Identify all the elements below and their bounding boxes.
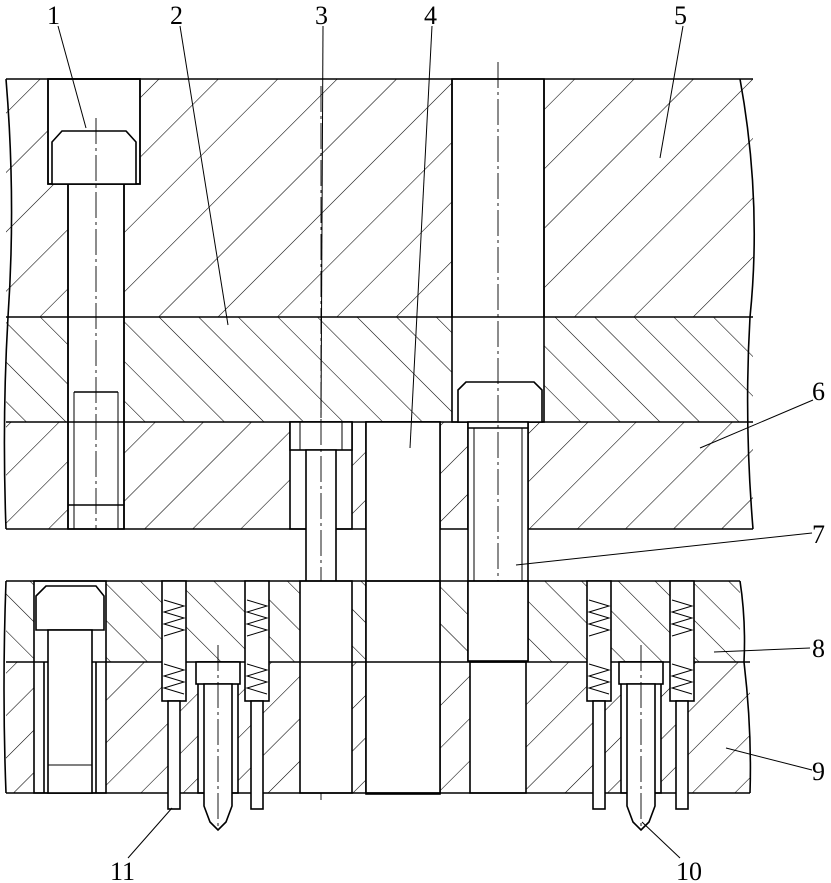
spring-ejector-right-2: [669, 580, 695, 810]
spring-ejector-left-1: [161, 580, 187, 810]
label-part-9: 9: [812, 757, 825, 786]
upper-die-assembly: [3, 62, 756, 800]
part-10-pilot-pin: [618, 645, 664, 832]
lower-left-screw: [35, 585, 105, 794]
part-2-backing-plate: [6, 317, 753, 422]
label-part-8: 8: [812, 634, 825, 663]
label-part-6: 6: [812, 377, 825, 406]
label-part-7: 7: [812, 520, 825, 549]
label-part-4: 4: [424, 1, 437, 30]
part-11-pilot-pin: [195, 645, 241, 832]
spring-ejector-right-1: [586, 580, 612, 810]
leader-lines: [57, 25, 814, 859]
label-part-2: 2: [170, 1, 183, 30]
part-labels: 1 2 3 4 5 6 7 8 9 10 11: [47, 1, 825, 883]
label-part-5: 5: [674, 1, 687, 30]
label-part-3: 3: [315, 1, 328, 30]
part-1-socket-head-screw: [47, 78, 141, 529]
label-part-10: 10: [676, 857, 702, 883]
label-part-11: 11: [110, 857, 135, 883]
lower-die-assembly: [3, 580, 752, 832]
label-part-1: 1: [47, 1, 60, 30]
spring-ejector-left-2: [244, 580, 270, 810]
